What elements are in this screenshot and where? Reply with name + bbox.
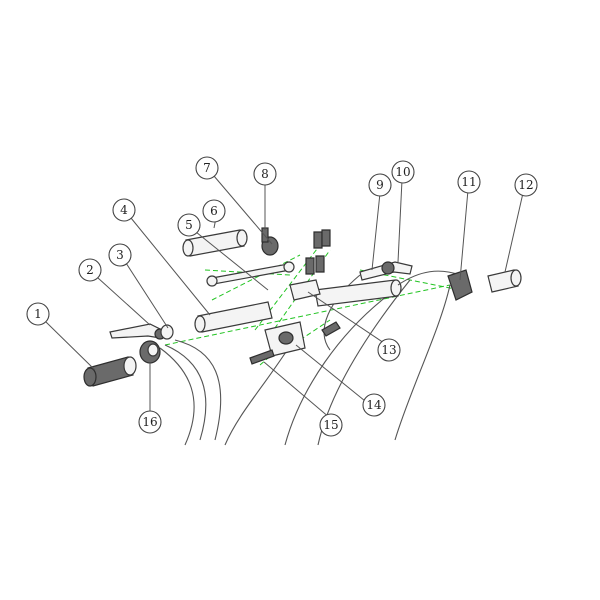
throttle-housing <box>447 269 473 301</box>
callout-9: 9 <box>368 173 392 197</box>
callout-15: 15 <box>319 413 343 437</box>
callout-11: 11 <box>457 170 481 194</box>
callout-7: 7 <box>195 156 219 180</box>
left-switch-clamp <box>139 340 161 364</box>
clamp-bolt <box>261 227 269 243</box>
stem-side-bolt <box>321 321 341 337</box>
callout-6: 6 <box>202 199 226 223</box>
leader-lines <box>45 175 524 419</box>
left-grip <box>83 356 137 387</box>
lever-clamp-part-3 <box>160 324 174 340</box>
callout-11-label: 11 <box>461 175 476 189</box>
crossbar-rod <box>206 261 295 287</box>
callout-10-label: 10 <box>395 165 410 179</box>
callout-16: 16 <box>138 410 162 434</box>
callout-13: 13 <box>377 338 401 362</box>
callout-14-label: 14 <box>366 398 382 412</box>
right-brake-lever <box>359 261 413 281</box>
callout-2: 2 <box>78 258 102 282</box>
left-brake-lever <box>109 323 166 340</box>
right-handlebar-tube <box>314 270 461 307</box>
callout-13-label: 13 <box>381 343 396 357</box>
callout-16-label: 16 <box>142 415 157 429</box>
callout-3-label: 3 <box>116 248 124 262</box>
callout-14: 14 <box>362 393 386 417</box>
callout-8: 8 <box>253 162 277 186</box>
stem-block <box>264 321 306 357</box>
lower-bolt <box>249 349 275 365</box>
callout-7-label: 7 <box>203 161 211 175</box>
callout-10: 10 <box>391 160 415 184</box>
callout-4-label: 4 <box>120 203 128 217</box>
callout-5: 5 <box>177 213 201 237</box>
callout-3: 3 <box>108 243 132 267</box>
right-grip <box>487 269 522 293</box>
callout-1: 1 <box>26 302 50 326</box>
left-handlebar-tube <box>194 301 273 333</box>
callout-6-label: 6 <box>210 204 218 218</box>
callout-4: 4 <box>112 198 136 222</box>
callout-9-label: 9 <box>376 178 384 192</box>
crossbar-pad <box>182 229 248 257</box>
callout-2-label: 2 <box>86 263 94 277</box>
center-bolts <box>305 229 331 275</box>
callout-12: 12 <box>514 173 538 197</box>
callout-1-label: 1 <box>34 307 42 321</box>
callout-5-label: 5 <box>185 218 193 232</box>
callout-8-label: 8 <box>261 167 269 181</box>
callout-12-label: 12 <box>518 178 533 192</box>
cables <box>159 274 451 446</box>
callout-15-label: 15 <box>323 418 338 432</box>
